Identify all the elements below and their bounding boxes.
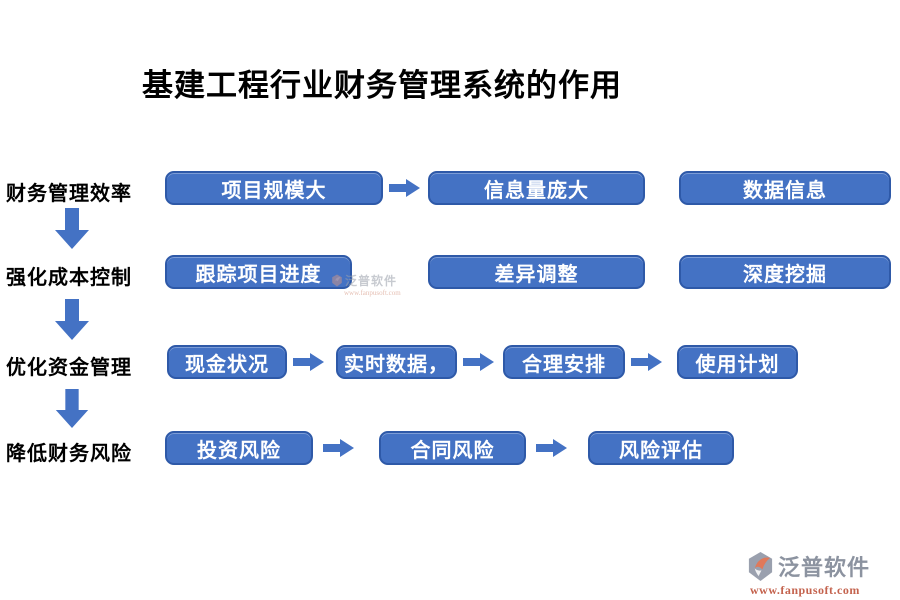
flow-box: 跟踪项目进度 (165, 255, 352, 289)
flow-box: 深度挖掘 (679, 255, 891, 289)
flow-box: 使用计划 (677, 345, 798, 379)
row-label-finance-efficiency: 财务管理效率 (6, 183, 132, 205)
watermark-logo-icon (332, 274, 342, 287)
flow-box: 项目规模大 (165, 171, 383, 205)
brand-name: 泛普软件 (778, 555, 871, 580)
right-arrow-icon (322, 438, 356, 458)
right-arrow-icon (535, 438, 569, 458)
flow-box: 现金状况 (167, 345, 287, 379)
flow-box: 差异调整 (428, 255, 645, 289)
flow-box: 合理安排 (503, 345, 625, 379)
flow-box: 实时数据， (336, 345, 457, 379)
brand-icon (748, 551, 773, 581)
right-arrow-icon (389, 178, 421, 198)
watermark-url: www.fanpusoft.com (344, 289, 401, 297)
right-arrow-icon (463, 352, 495, 372)
row-label-cost-control: 强化成本控制 (6, 267, 132, 289)
flow-box: 风险评估 (588, 431, 734, 465)
footer-logo: 泛普软件 www.fanpusoft.com (746, 550, 870, 598)
watermark: 泛普软件 www.fanpusoft.com (331, 272, 401, 297)
flow-box: 信息量庞大 (428, 171, 645, 205)
row-label-financial-risk: 降低财务风险 (6, 443, 132, 465)
flow-box: 数据信息 (679, 171, 891, 205)
right-arrow-icon (631, 352, 663, 372)
flow-box: 投资风险 (165, 431, 313, 465)
down-arrow-icon (54, 299, 90, 341)
watermark-brand: 泛普软件 (345, 274, 398, 288)
diagram-title: 基建工程行业财务管理系统的作用 (142, 68, 622, 103)
down-arrow-icon (54, 208, 90, 250)
right-arrow-icon (293, 352, 325, 372)
brand-url: www.fanpusoft.com (750, 583, 860, 597)
flow-box: 合同风险 (379, 431, 526, 465)
row-label-fund-management: 优化资金管理 (6, 357, 132, 379)
down-arrow-icon (54, 389, 90, 429)
